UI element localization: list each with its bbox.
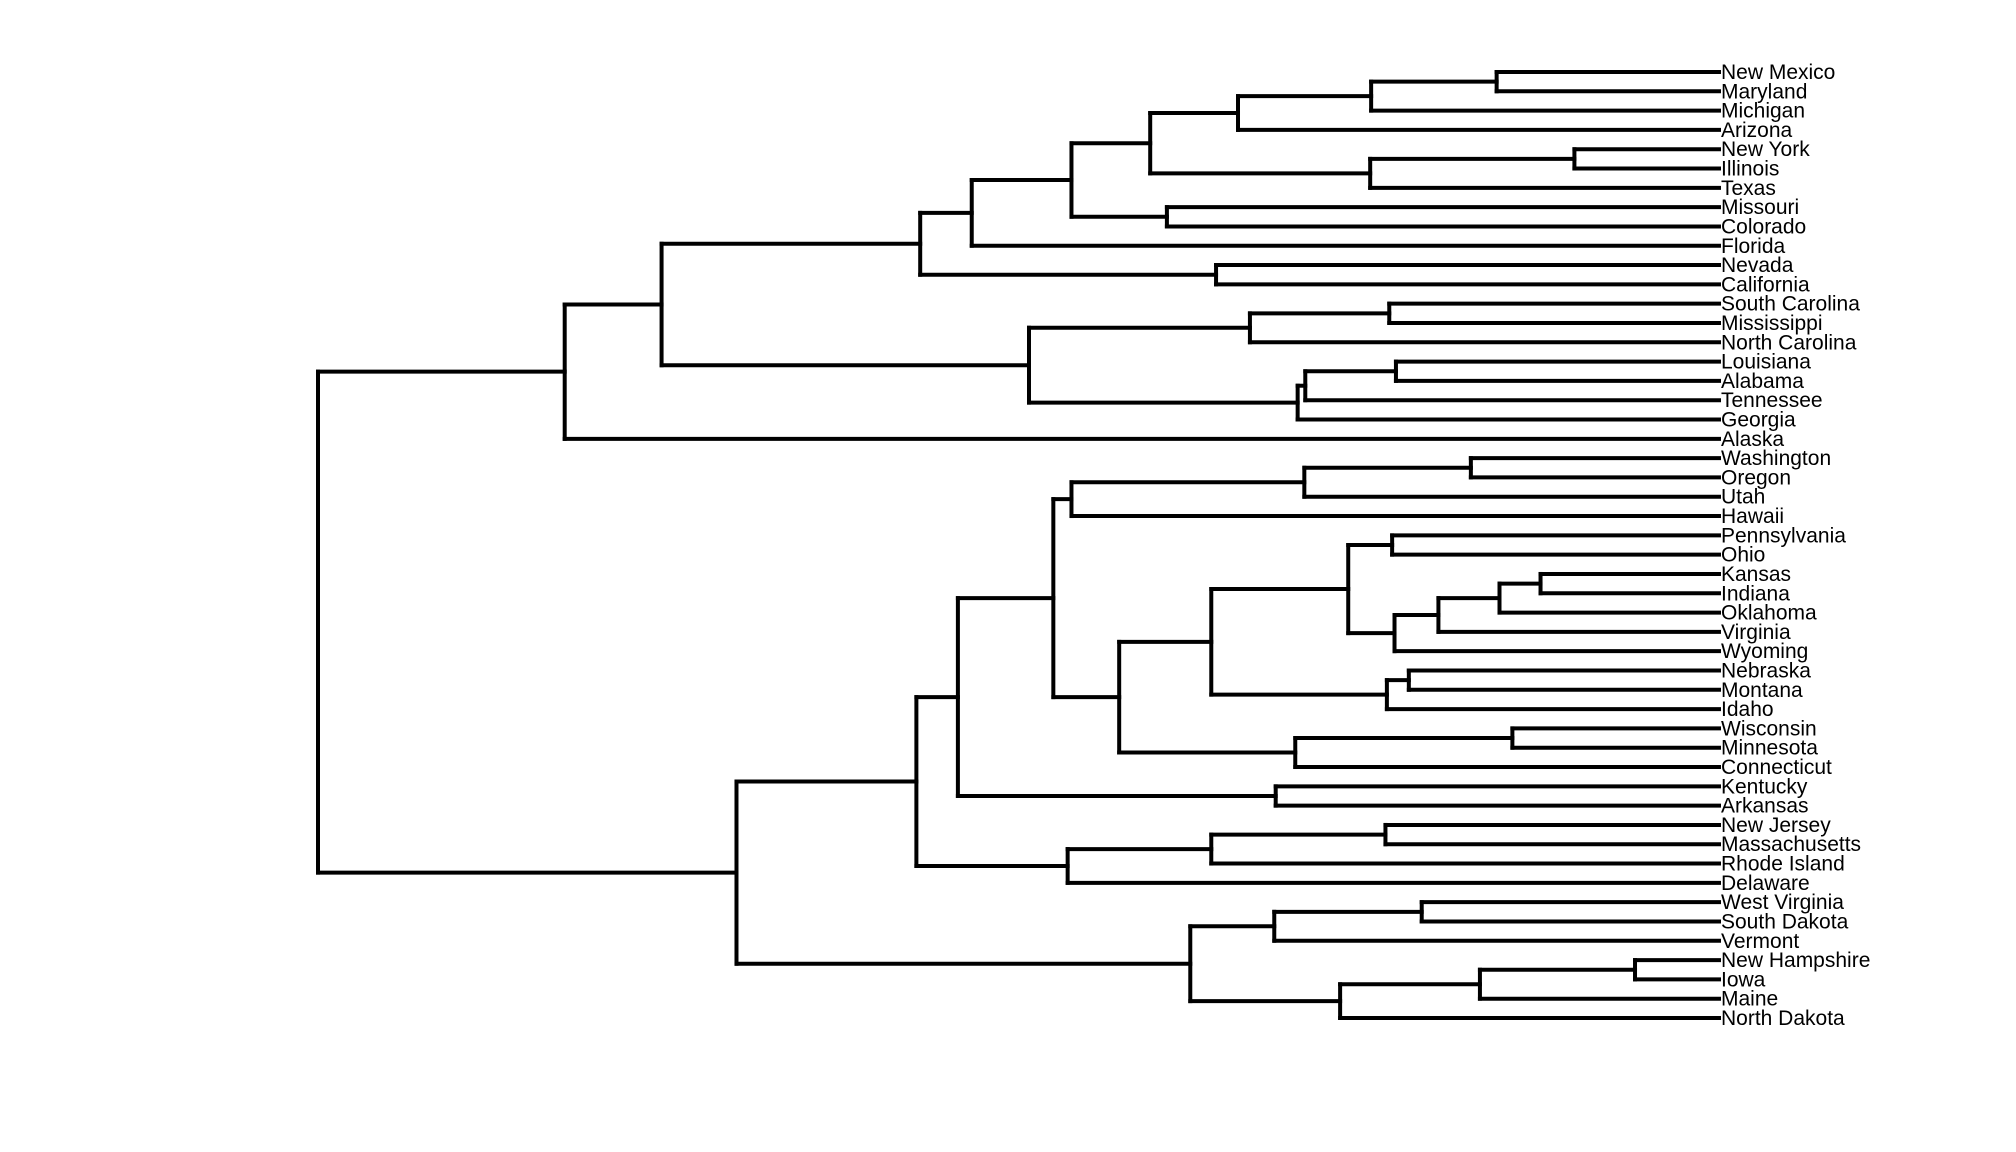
leaf-label: Wyoming	[1721, 640, 1808, 663]
leaf-label: Colorado	[1721, 215, 1806, 238]
leaf-label: Oregon	[1721, 466, 1791, 489]
leaf-label: Indiana	[1721, 582, 1790, 605]
leaf-label: Alaska	[1721, 428, 1784, 451]
leaf-label: Kentucky	[1721, 775, 1808, 798]
leaf-label: Minnesota	[1721, 737, 1818, 760]
leaf-label: California	[1721, 273, 1810, 296]
leaf-label: Montana	[1721, 679, 1803, 702]
leaf-label: Vermont	[1721, 930, 1799, 953]
leaf-label: Louisiana	[1721, 351, 1811, 374]
leaf-label: Florida	[1721, 235, 1786, 258]
leaf-label: Utah	[1721, 486, 1765, 509]
leaf-label: Idaho	[1721, 698, 1774, 721]
leaf-label: Massachusetts	[1721, 833, 1861, 856]
leaf-label: Delaware	[1721, 872, 1810, 895]
leaf-label: Kansas	[1721, 563, 1791, 586]
leaf-label: Virginia	[1721, 621, 1791, 644]
leaf-label: New York	[1721, 138, 1810, 161]
leaf-label: South Carolina	[1721, 293, 1860, 316]
leaf-label: North Dakota	[1721, 1007, 1845, 1030]
leaf-label: North Carolina	[1721, 331, 1857, 354]
leaf-label: Nevada	[1721, 254, 1794, 277]
leaf-label: South Dakota	[1721, 910, 1849, 933]
leaf-label: New Mexico	[1721, 61, 1835, 84]
dendrogram-branches	[316, 70, 1721, 1020]
leaf-label: Hawaii	[1721, 505, 1784, 528]
leaf-label: Pennsylvania	[1721, 524, 1846, 547]
leaf-label: Arkansas	[1721, 795, 1809, 818]
leaf-label: West Virginia	[1721, 891, 1844, 914]
leaf-label: Illinois	[1721, 158, 1779, 181]
leaf-label: Washington	[1721, 447, 1831, 470]
leaf-label: Tennessee	[1721, 389, 1823, 412]
leaf-label: Maine	[1721, 988, 1778, 1011]
leaf-label: Texas	[1721, 177, 1776, 200]
leaf-label: Alabama	[1721, 370, 1804, 393]
leaf-label: Michigan	[1721, 100, 1805, 123]
leaf-label: Connecticut	[1721, 756, 1832, 779]
leaf-label: New Jersey	[1721, 814, 1831, 837]
leaf-label: Rhode Island	[1721, 853, 1845, 876]
leaf-label: New Hampshire	[1721, 949, 1870, 972]
leaf-label: Wisconsin	[1721, 717, 1817, 740]
leaf-label: Arizona	[1721, 119, 1793, 142]
leaf-label: Maryland	[1721, 80, 1807, 103]
leaf-label: Oklahoma	[1721, 602, 1817, 625]
leaf-label: Mississippi	[1721, 312, 1823, 335]
leaf-label: Georgia	[1721, 409, 1796, 432]
leaf-label: Nebraska	[1721, 659, 1811, 682]
leaf-label: Iowa	[1721, 968, 1766, 991]
leaf-label: Missouri	[1721, 196, 1799, 219]
leaf-label: Ohio	[1721, 544, 1765, 567]
